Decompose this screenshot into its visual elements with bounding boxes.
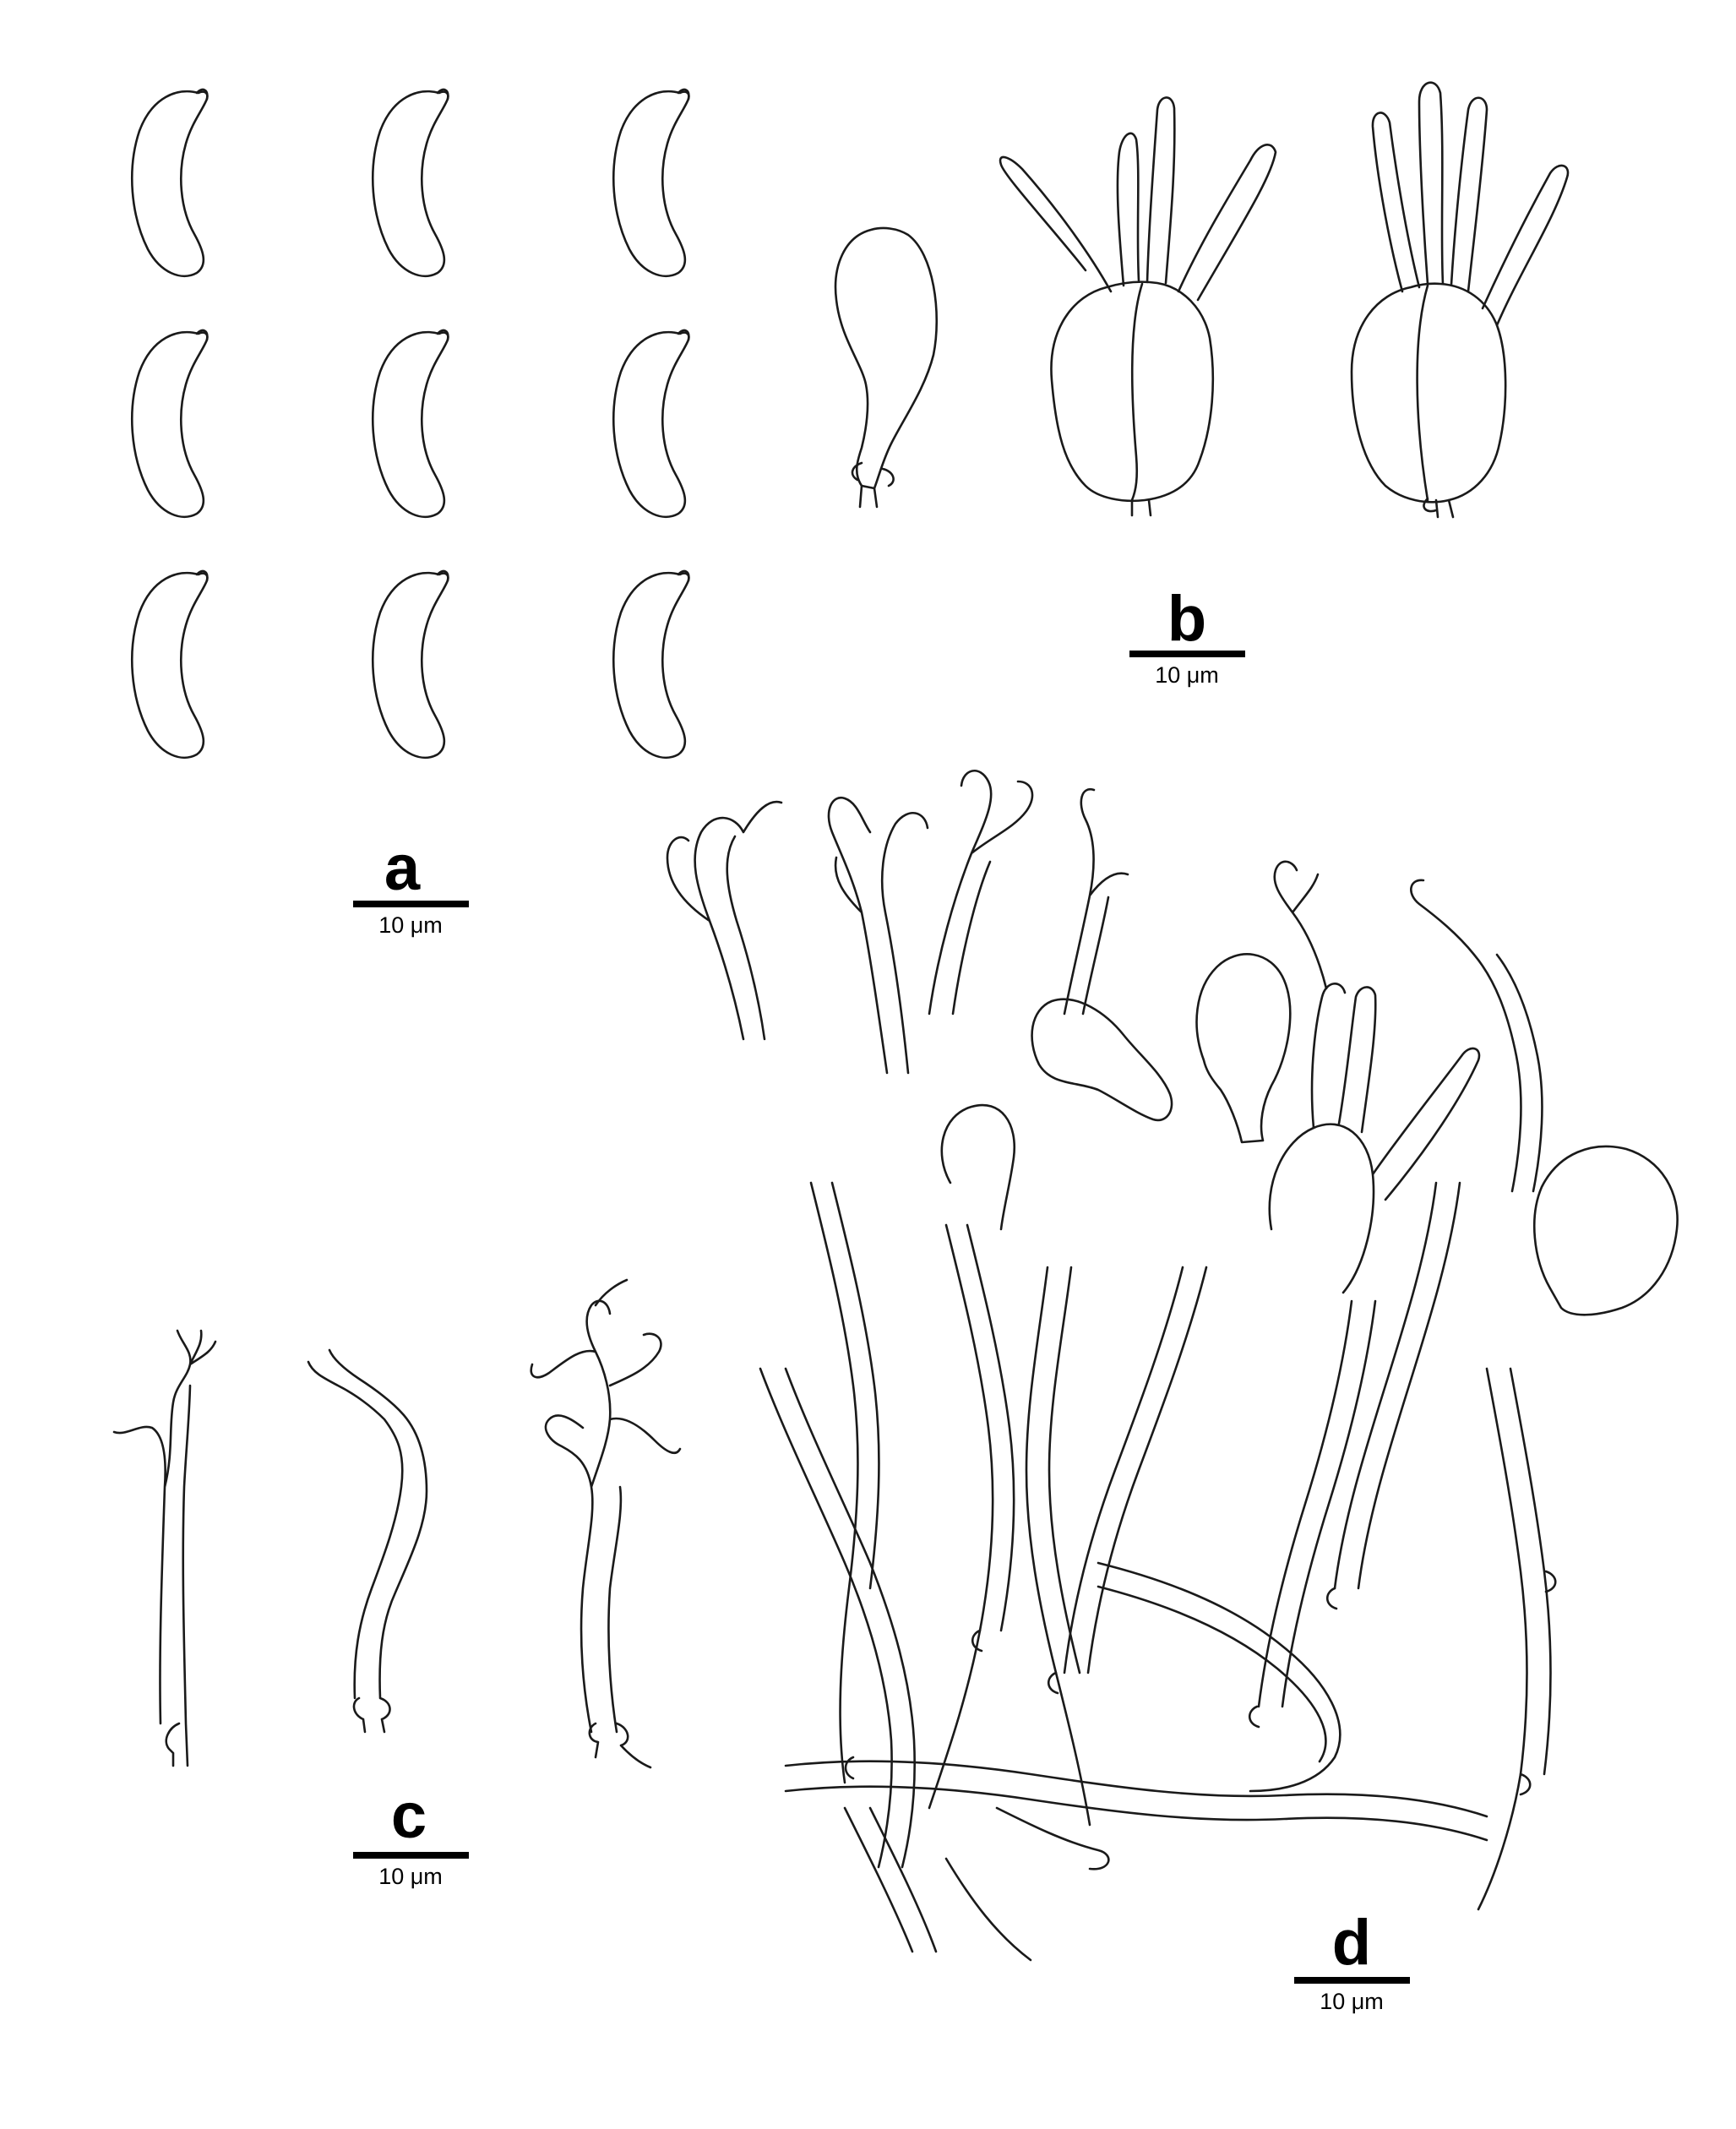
spore-apiculus — [195, 329, 209, 341]
sterigma-2b — [1418, 81, 1445, 286]
d-basidiole-1 — [1031, 998, 1173, 1122]
d-dendrohyphidium-1 — [666, 800, 783, 1041]
panel-a-scale-text: 10 μm — [378, 912, 443, 938]
panel-a-basidiospores — [130, 88, 690, 760]
spore-apiculus — [677, 329, 690, 341]
basidiospore — [371, 90, 449, 278]
d-hypha-4 — [1025, 1266, 1091, 1827]
panel-c-dendrohyphidia — [112, 1278, 682, 1769]
sterigma-2a — [1371, 112, 1421, 293]
d-dendrohyphidium-2 — [827, 796, 929, 1075]
panel-b-scale-text: 10 μm — [1155, 662, 1219, 688]
d-basal-hypha — [784, 1760, 1488, 1870]
basidiospore — [612, 571, 690, 760]
d-clamp-connections — [844, 1570, 1557, 1796]
basidium-body-2 — [1350, 282, 1507, 504]
sterigma-1b — [1116, 132, 1140, 287]
d-basidiole-2 — [1195, 953, 1292, 1144]
panel-d-label: d — [1331, 1907, 1372, 1979]
basidiospore — [371, 571, 449, 760]
d-dendrohyphidium-4 — [1063, 787, 1129, 1015]
sterigma-2d — [1481, 164, 1570, 327]
basidium-septum-2 — [1416, 284, 1429, 502]
d-hypha-3 — [928, 1223, 1015, 1810]
basidiospore — [612, 330, 690, 519]
dendrohyphidium-2 — [307, 1348, 428, 1734]
spore-apiculus — [436, 329, 449, 341]
panel-a-label: a — [384, 832, 421, 904]
panel-c-scale-text: 10 μm — [378, 1864, 443, 1889]
d-dendrohyphidium-3 — [928, 770, 1034, 1015]
panel-d-hymenium — [666, 770, 1679, 1962]
panel-a-scale-bar — [353, 901, 469, 907]
panel-c-label: c — [390, 1780, 427, 1852]
d-hypha-2 — [809, 1181, 880, 1784]
basidiospore — [371, 330, 449, 519]
d-hypha-lower-left — [843, 1806, 1032, 1962]
basidiospore — [130, 571, 209, 760]
panel-c-scale-bar — [353, 1852, 469, 1859]
d-hypha-7 — [1333, 1181, 1461, 1590]
d-dendrohyphidium-5 — [1273, 860, 1328, 990]
spore-apiculus — [195, 569, 209, 582]
d-hypha-1 — [759, 1367, 916, 1869]
d-hypha-9 — [1097, 1561, 1341, 1793]
panel-d-scale-bar — [1294, 1977, 1410, 1984]
spore-apiculus — [436, 569, 449, 582]
panel-d-scale-text: 10 μm — [1320, 1989, 1384, 2014]
spore-apiculus — [436, 88, 449, 101]
d-basidiole-3 — [1533, 1145, 1679, 1316]
spore-apiculus — [677, 88, 690, 101]
dendrohyphidium-3 — [530, 1278, 682, 1769]
d-hypha-8 — [1477, 1367, 1552, 1911]
basidium-base-2 — [1423, 497, 1455, 519]
sterigma-1c — [1146, 96, 1176, 285]
basidium-body-1 — [1050, 280, 1215, 503]
spore-apiculus — [677, 569, 690, 582]
sterigma-1a — [999, 155, 1113, 293]
basidiospore — [612, 90, 690, 278]
basidiole-clamp — [851, 461, 895, 509]
d-basidium-body — [1268, 983, 1481, 1294]
basidium-septum-1 — [1130, 282, 1144, 502]
dendrohyphidium-1 — [112, 1329, 217, 1767]
sterigma-2c — [1450, 96, 1488, 293]
spore-apiculus — [195, 88, 209, 101]
panel-b-scale-bar — [1129, 651, 1245, 657]
basidiospore — [130, 90, 209, 278]
basidium-base-1 — [1130, 498, 1152, 517]
sterigma-1d — [1177, 144, 1277, 302]
d-hypha-5 — [1063, 1266, 1208, 1674]
d-hypha-6 — [1257, 1299, 1377, 1708]
panel-b-label: b — [1167, 583, 1207, 655]
basidiospore — [130, 330, 209, 519]
d-dendrohyphidium-6 — [1410, 879, 1543, 1193]
basidiole — [834, 226, 939, 490]
panel-b-basidia — [834, 81, 1570, 519]
d-basidiole-4 — [940, 1103, 1016, 1231]
